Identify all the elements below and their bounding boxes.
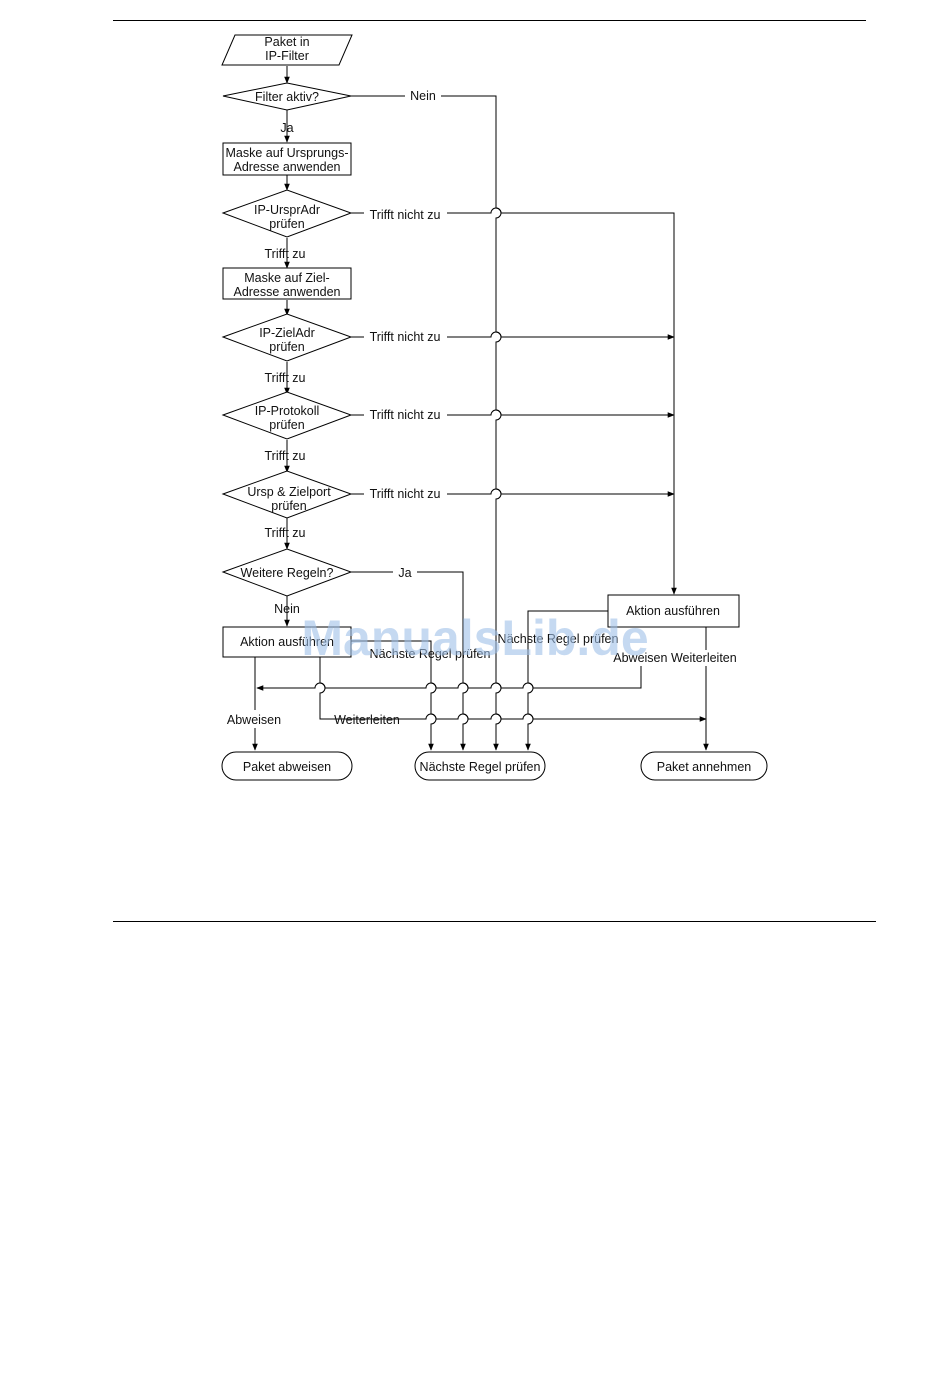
edge-label-abweisen-weiterleiten: Abweisen Weiterleiten [613, 651, 736, 665]
decision-ip-ziel-line-2: prüfen [269, 340, 304, 354]
process-aktion-rechts-label: Aktion ausführen [626, 604, 720, 618]
process-aktion-links-label: Aktion ausführen [240, 635, 334, 649]
decision-ip-ziel-line-1: IP-ZielAdr [259, 326, 315, 340]
edge-label-trifft-nicht-zu-4: Trifft nicht zu [370, 487, 441, 501]
process-maske-ziel-line-2: Adresse anwenden [233, 285, 340, 299]
process-maske-ursprung-line-1: Maske auf Ursprungs- [226, 146, 349, 160]
edge-label-naechste-regel-rechts: Nächste Regel prüfen [498, 632, 619, 646]
decision-ip-urspr-line-1: IP-UrsprAdr [254, 203, 320, 217]
edge-label-trifft-nicht-zu-1: Trifft nicht zu [370, 208, 441, 222]
edge-label-trifft-nicht-zu-2: Trifft nicht zu [370, 330, 441, 344]
edge-label-trifft-zu-2: Trifft zu [265, 371, 306, 385]
edge-labels: Ja Nein Trifft nicht zu Trifft zu Trifft… [227, 89, 737, 727]
edge-label-trifft-zu-1: Trifft zu [265, 247, 306, 261]
decision-ports-line-1: Ursp & Zielport [247, 485, 331, 499]
terminal-naechste-regel-label: Nächste Regel prüfen [420, 760, 541, 774]
decision-ip-protokoll-line-2: prüfen [269, 418, 304, 432]
edge-label-abweisen-links: Abweisen [227, 713, 281, 727]
terminal-paket-abweisen-label: Paket abweisen [243, 760, 331, 774]
node-start-line-1: Paket in [264, 35, 309, 49]
terminal-paket-abweisen: Paket abweisen [221, 751, 353, 781]
edge-label-ja-2: Ja [398, 566, 411, 580]
decision-weitere-regeln-label: Weitere Regeln? [241, 566, 334, 580]
edge-label-ja-1: Ja [280, 121, 293, 135]
edge-label-nein-1: Nein [410, 89, 436, 103]
terminal-paket-annehmen: Paket annehmen [640, 751, 768, 781]
edge-label-trifft-nicht-zu-3: Trifft nicht zu [370, 408, 441, 422]
decision-weitere-regeln: Weitere Regeln? [221, 548, 353, 597]
process-aktion-rechts: Aktion ausführen [607, 594, 740, 628]
svg-text:Maske auf Ursprungs-Adresse an: Maske auf Ursprungs-Adresse anwenden [226, 146, 349, 174]
process-maske-ursprung-line-2: Adresse anwenden [233, 160, 340, 174]
node-start-line-2: IP-Filter [265, 49, 309, 63]
process-maske-ursprung: Maske auf Ursprungs-Adresse anwenden [222, 142, 352, 176]
terminal-naechste-regel: Nächste Regel prüfen [414, 751, 546, 781]
edge-label-trifft-zu-3: Trifft zu [265, 449, 306, 463]
process-maske-ziel-line-1: Maske auf Ziel- [244, 271, 329, 285]
decision-filter-aktiv: Filter aktiv? [222, 82, 352, 111]
edge-label-weiterleiten-links: Weiterleiten [334, 713, 400, 727]
edge-label-trifft-zu-4: Trifft zu [265, 526, 306, 540]
process-maske-ziel: Maske auf Ziel-Adresse anwenden [222, 267, 352, 300]
terminal-paket-annehmen-label: Paket annehmen [657, 760, 752, 774]
svg-text:Maske auf Ziel-Adresse anwende: Maske auf Ziel-Adresse anwenden [233, 271, 340, 299]
process-aktion-links: Aktion ausführen [222, 626, 352, 658]
decision-ip-protokoll-line-1: IP-Protokoll [255, 404, 320, 418]
connectors [252, 66, 709, 751]
edge-label-nein-2: Nein [274, 602, 300, 616]
edge-label-naechste-regel-links: Nächste Regel prüfen [370, 647, 491, 661]
decision-ip-urspr-line-2: prüfen [269, 217, 304, 231]
decision-filter-aktiv-label: Filter aktiv? [255, 90, 319, 104]
watermark: ManualsLib.de [301, 610, 648, 666]
decision-ports-line-2: prüfen [271, 499, 306, 513]
